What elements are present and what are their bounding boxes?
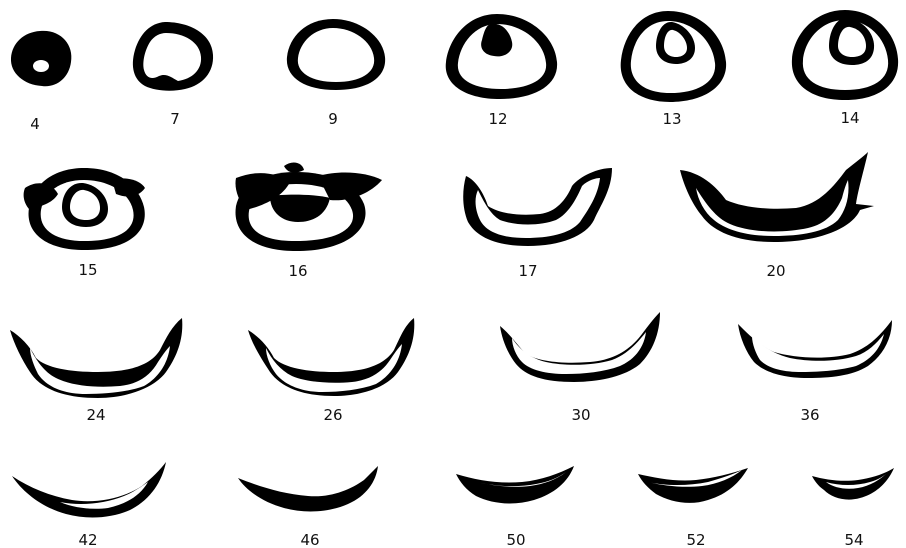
- section-label: 54: [844, 531, 863, 548]
- section-50: [456, 466, 574, 503]
- section-label: 46: [300, 531, 319, 548]
- section-label: 30: [571, 406, 590, 424]
- section-9: [287, 19, 385, 90]
- section-26: [248, 318, 414, 396]
- section-54: [812, 468, 894, 500]
- section-7: [133, 22, 213, 91]
- section-42: [12, 462, 166, 517]
- section-label: 13: [662, 110, 681, 128]
- section-label: 50: [506, 531, 525, 548]
- section-16: [235, 163, 382, 252]
- section-12: [446, 14, 557, 99]
- section-14: [792, 10, 898, 100]
- section-20: [680, 152, 874, 242]
- section-13: [621, 11, 726, 102]
- section-24: [10, 318, 182, 398]
- section-label: 24: [86, 406, 105, 424]
- section-label: 20: [766, 262, 785, 280]
- section-4: [11, 31, 71, 86]
- section-30: [500, 312, 660, 382]
- section-label: 9: [328, 110, 338, 128]
- section-label: 42: [78, 531, 97, 548]
- section-15: [24, 168, 145, 250]
- section-label: 16: [288, 262, 307, 280]
- section-17: [463, 168, 612, 246]
- section-46: [238, 466, 378, 511]
- section-label: 36: [800, 406, 819, 424]
- section-52: [638, 468, 748, 503]
- section-label: 7: [170, 110, 180, 128]
- section-label: 12: [488, 110, 507, 128]
- section-label: 52: [686, 531, 705, 548]
- section-label: 4: [30, 115, 40, 133]
- section-label: 17: [518, 262, 537, 280]
- section-label: 26: [323, 406, 342, 424]
- section-36: [738, 320, 892, 378]
- section-label: 15: [78, 261, 97, 279]
- section-label: 14: [840, 109, 859, 127]
